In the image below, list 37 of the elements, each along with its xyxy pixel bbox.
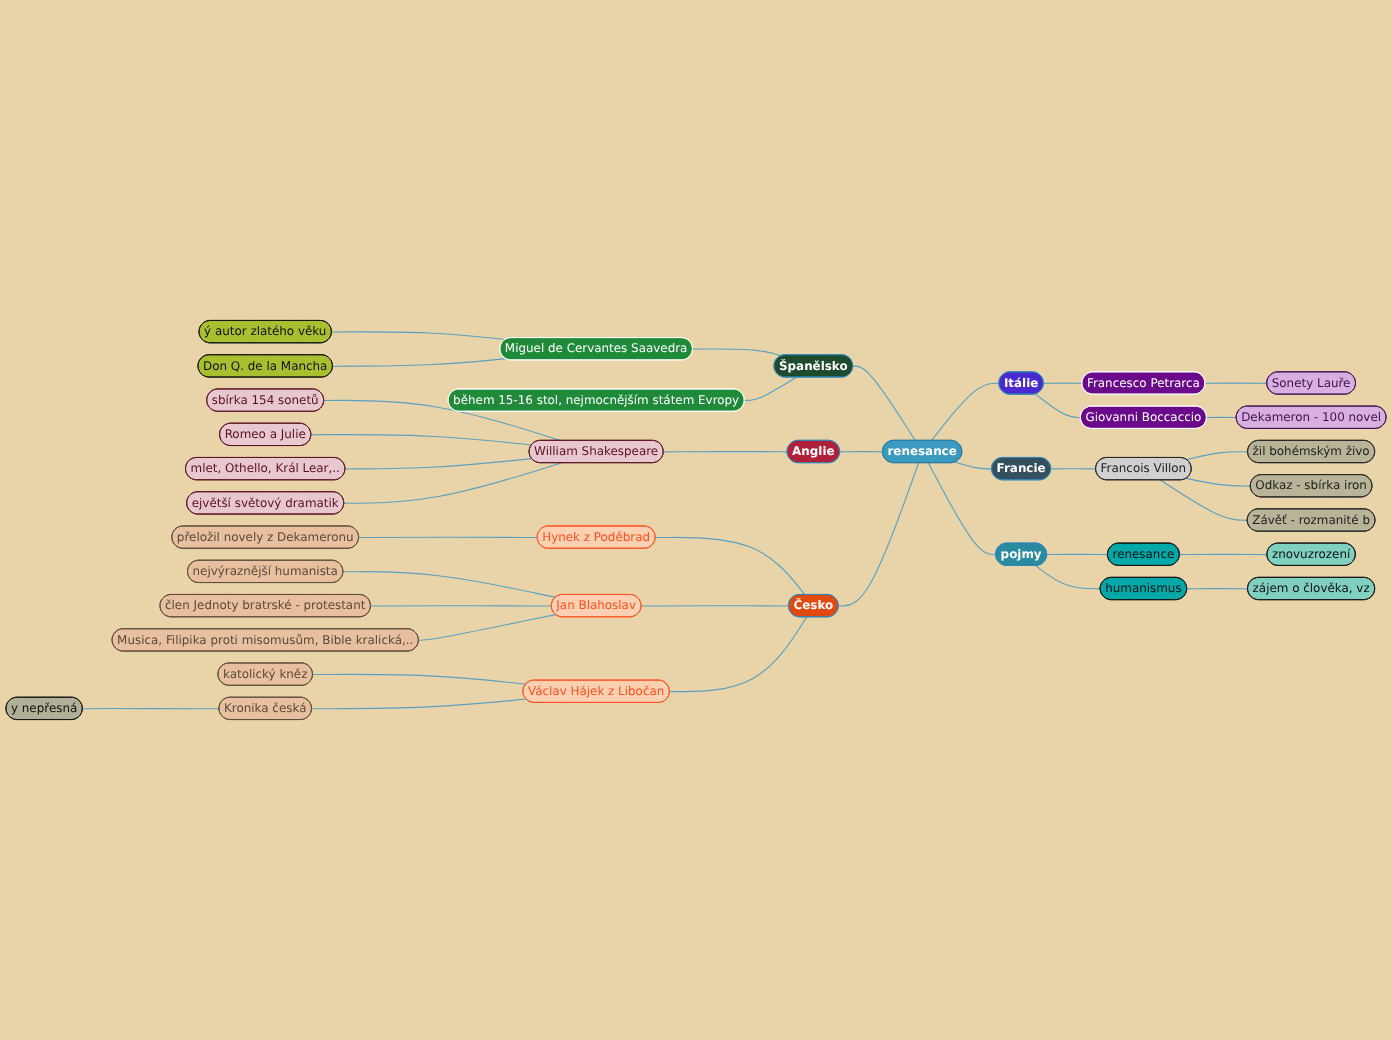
connector <box>654 536 806 596</box>
connector <box>358 536 539 539</box>
connector <box>930 382 1000 442</box>
connector <box>1043 382 1083 384</box>
connector <box>1034 393 1082 419</box>
connector <box>640 605 790 607</box>
connector <box>927 462 997 556</box>
connector <box>312 673 527 685</box>
connector <box>1035 565 1102 590</box>
connector <box>1179 553 1268 556</box>
connector <box>1046 553 1109 556</box>
connector <box>692 348 782 357</box>
connector <box>663 451 788 453</box>
connector <box>852 365 916 442</box>
connector <box>323 399 562 442</box>
connector <box>838 462 920 607</box>
connector <box>82 707 220 710</box>
connector <box>370 605 553 607</box>
connector <box>1185 477 1252 487</box>
connector <box>839 451 884 453</box>
connector <box>669 616 808 693</box>
connector <box>310 434 533 446</box>
connector <box>418 614 557 641</box>
connector <box>954 461 993 470</box>
connector <box>331 331 507 341</box>
connector <box>311 698 527 710</box>
connector <box>1186 588 1249 590</box>
connector <box>343 462 562 504</box>
connector <box>342 571 557 598</box>
connector <box>344 458 533 470</box>
connector <box>1050 468 1097 470</box>
connector <box>744 376 797 402</box>
connector <box>1160 479 1249 521</box>
connector <box>1204 382 1268 384</box>
connector <box>332 358 507 367</box>
connector <box>1185 451 1249 461</box>
connector <box>1206 416 1238 419</box>
